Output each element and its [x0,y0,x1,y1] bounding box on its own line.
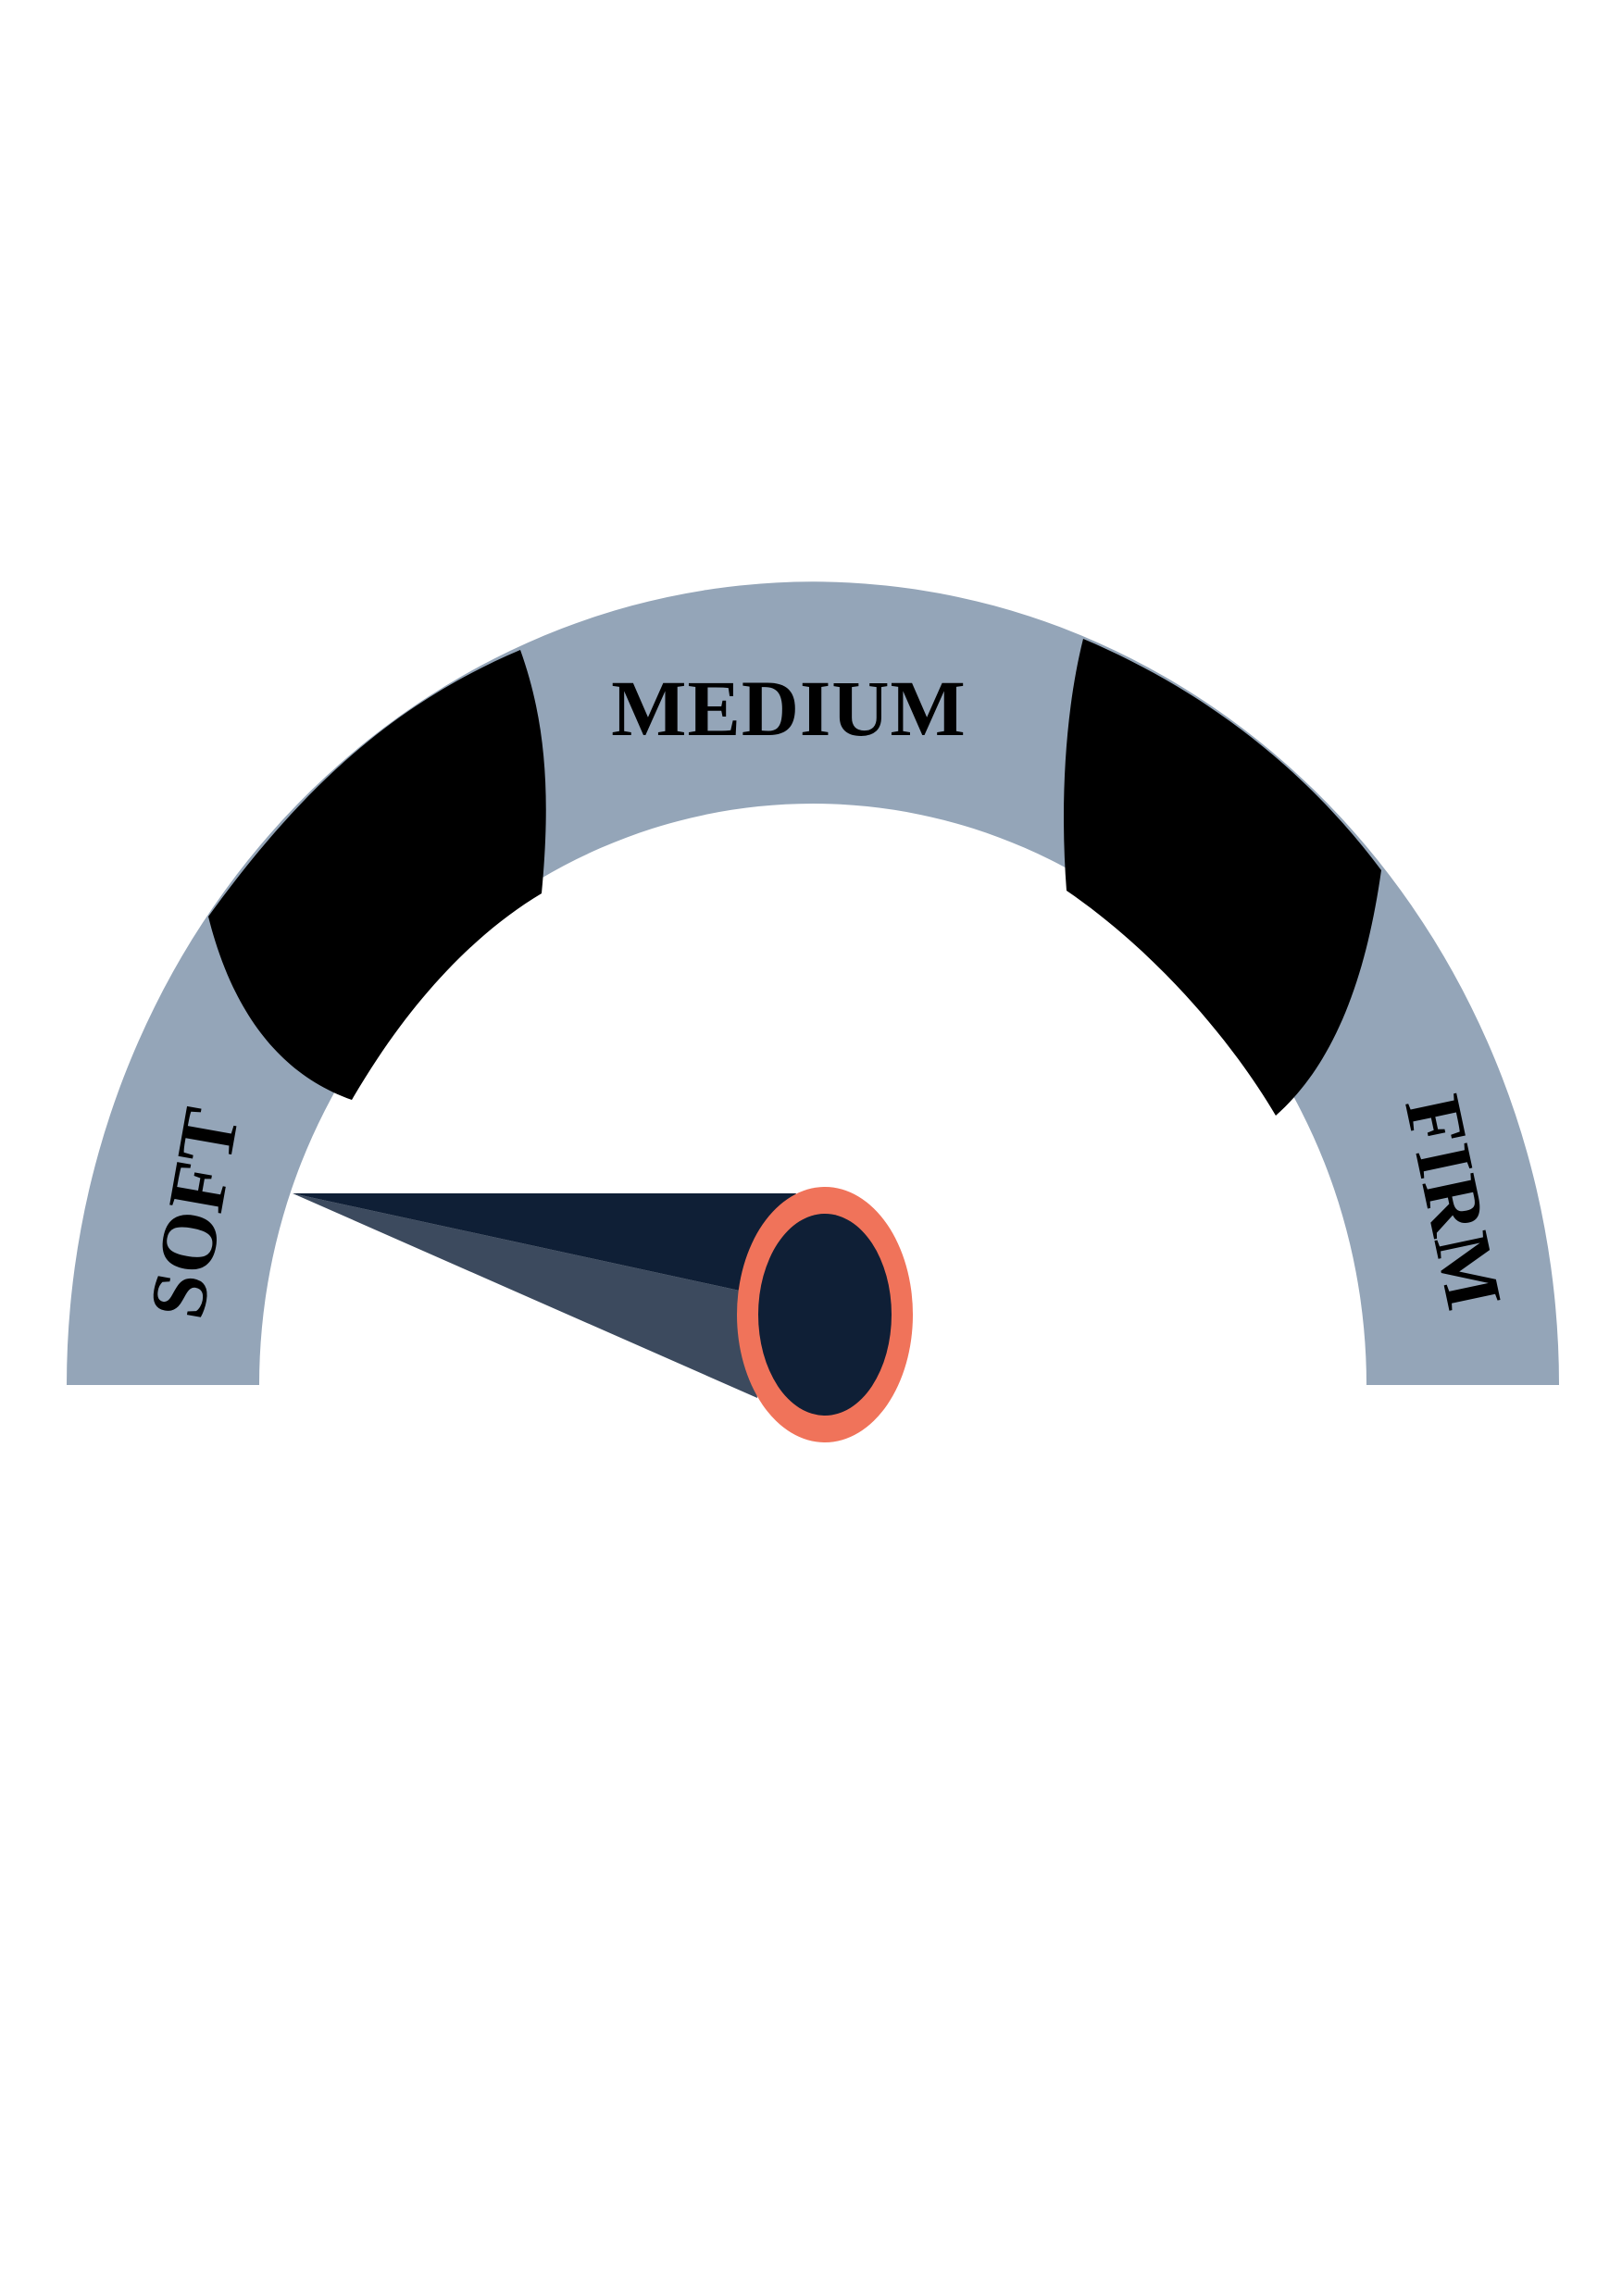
needle-hub-center [758,1214,892,1416]
needle-shade [293,1193,757,1398]
gauge-segment-left-dark [208,650,546,1100]
needle-body [293,1193,796,1292]
gauge-segment-right-dark [1064,639,1381,1116]
gauge-label-medium: MEDIUM [611,664,966,753]
gauge-needle [293,1193,796,1398]
